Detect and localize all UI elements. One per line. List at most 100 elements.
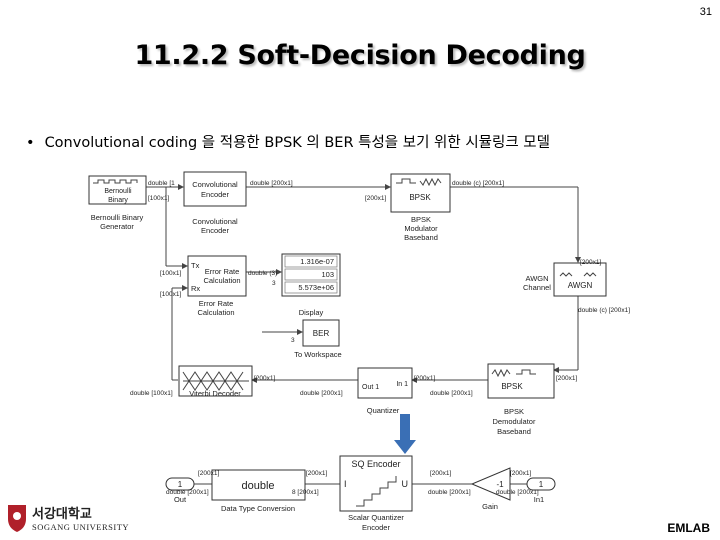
awgn-label1: AWGN xyxy=(525,274,548,283)
signal-label: double (c) [200x1] xyxy=(578,307,630,314)
signal-label: double [200x1] xyxy=(166,489,209,496)
out1-label: Out xyxy=(174,495,187,504)
bpsk-mod-label2: Modulator xyxy=(404,224,438,233)
viterbi-decoder-block[interactable] xyxy=(178,365,253,397)
conv-enc-line1: Convolutional xyxy=(192,180,238,189)
signal-label: [100x1] xyxy=(160,291,182,298)
sq-encoder-label1: Scalar Quantizer xyxy=(348,513,404,522)
signal-label: double (c) [200x1] xyxy=(452,180,504,187)
signal-label: [100x1] xyxy=(148,195,170,202)
dtc-inner: double xyxy=(241,480,274,492)
display-value-2: 103 xyxy=(321,270,334,279)
bpsk-demod-label3: Baseband xyxy=(497,427,531,436)
display-value-1: 1.316e-07 xyxy=(300,257,334,266)
signal-label: [200x1] xyxy=(306,470,328,477)
signal-label: double [200x1] xyxy=(428,489,471,496)
to-workspace-inner: BER xyxy=(313,329,330,338)
awgn-label2: Channel xyxy=(523,283,551,292)
bpsk-demod-label2: Demodulator xyxy=(493,417,536,426)
conv-enc-line2: Encoder xyxy=(201,190,229,199)
gain-inner: -1 xyxy=(496,480,504,489)
bernoulli-label1: Bernoulli Binary xyxy=(91,213,144,222)
bernoulli-binary-block[interactable]: Bernoulli Binary xyxy=(88,175,147,205)
error-rate-line2: Calculation xyxy=(203,276,240,285)
slide-title: 11.2.2 Soft-Decision Decoding xyxy=(134,40,586,71)
quantizer-in: In 1 xyxy=(396,381,408,388)
in1-label: In1 xyxy=(534,495,544,504)
logo-korean: 서강대학교 xyxy=(32,507,92,522)
error-rate-tx: Tx xyxy=(191,261,200,270)
sq-encoder-title: SQ Encoder xyxy=(351,459,400,469)
in1-port-block[interactable]: 1 xyxy=(526,477,556,491)
display-block[interactable]: 1.316e-07 103 5.573e+06 xyxy=(281,253,341,297)
convolutional-encoder-block[interactable]: Convolutional Encoder xyxy=(183,171,247,207)
sq-encoder-label2: Encoder xyxy=(362,523,390,532)
in1-inner: 1 xyxy=(539,480,544,489)
bpsk-mod-label3: Baseband xyxy=(404,233,438,242)
error-rate-label2: Calculation xyxy=(197,308,234,317)
data-type-conversion-block[interactable]: double xyxy=(211,469,306,501)
university-logo: 서강대학교 SOGANG UNIVERSITY xyxy=(32,503,129,532)
quantizer-out: Out 1 xyxy=(362,384,379,391)
signal-label: [200x1] xyxy=(580,259,602,266)
signal-label: [200x1] xyxy=(414,375,436,382)
signal-label: [200x1] xyxy=(198,470,220,477)
bpsk-mod-inner: BPSK xyxy=(409,193,431,202)
signal-label: double [1 xyxy=(148,180,175,187)
out1-port-block[interactable]: 1 xyxy=(165,477,195,491)
bpsk-modulator-block[interactable]: BPSK xyxy=(390,173,451,213)
signal-label: double (3) xyxy=(248,270,277,277)
dtc-label: Data Type Conversion xyxy=(221,504,295,513)
sq-encoder-block[interactable]: SQ Encoder I U xyxy=(339,455,413,512)
signal-label: [100x1] xyxy=(160,270,182,277)
awgn-channel-block[interactable]: AWGN xyxy=(553,262,607,297)
signal-label: [200x1] xyxy=(365,195,387,202)
error-rate-line1: Error Rate xyxy=(205,267,240,276)
out1-inner: 1 xyxy=(178,480,183,489)
signal-label: double [200x1] xyxy=(250,180,293,187)
signal-label: double [200x1] xyxy=(430,390,473,397)
down-arrow-icon xyxy=(394,414,416,454)
signal-label: 3 xyxy=(272,280,276,287)
bernoulli-label2: Generator xyxy=(100,222,134,231)
bpsk-demod-inner: BPSK xyxy=(501,382,523,391)
bullet-item: • Convolutional coding 을 적용한 BPSK 의 BER 특… xyxy=(26,131,550,152)
sq-encoder-left: I xyxy=(344,479,347,489)
quantizer-label: Quantizer xyxy=(367,406,400,415)
signal-lines xyxy=(146,184,581,485)
bullet-dot-icon: • xyxy=(26,135,35,151)
university-seal-icon xyxy=(8,505,26,532)
logo-english: SOGANG UNIVERSITY xyxy=(32,522,130,532)
signal-label: 8 [200x1] xyxy=(292,489,319,496)
bernoulli-line1: Bernoulli xyxy=(104,188,132,195)
viterbi-label: Viterbi Decoder xyxy=(189,389,241,398)
bullet-text: Convolutional coding 을 적용한 BPSK 의 BER 특성… xyxy=(44,135,550,151)
bpsk-demodulator-block[interactable]: BPSK xyxy=(487,363,555,399)
sq-encoder-right: U xyxy=(402,479,409,489)
error-rate-rx: Rx xyxy=(191,284,200,293)
signal-label: 3 xyxy=(291,337,295,344)
signal-labels: double [1 double [200x1] double (c) [200… xyxy=(130,180,630,496)
signal-label: [200x1] xyxy=(254,375,276,382)
display-value-3: 5.573e+06 xyxy=(298,283,334,292)
bernoulli-line2: Binary xyxy=(108,197,128,204)
gain-label: Gain xyxy=(482,502,498,511)
conv-enc-label1: Convolutional xyxy=(192,217,238,226)
conv-enc-label2: Encoder xyxy=(201,226,229,235)
page-number: 31 xyxy=(699,6,712,18)
signal-label: double [200x1] xyxy=(300,390,343,397)
error-rate-block[interactable]: Tx Rx Error Rate Calculation xyxy=(187,255,247,297)
quantizer-block[interactable]: Out 1 In 1 xyxy=(357,367,413,399)
bpsk-demod-label1: BPSK xyxy=(504,407,524,416)
signal-label: double [200x1] xyxy=(496,489,539,496)
gain-block[interactable]: -1 xyxy=(470,467,511,501)
to-workspace-label: To Workspace xyxy=(294,350,341,359)
to-workspace-block[interactable]: BER xyxy=(302,319,340,347)
signal-label: [200x1] xyxy=(510,470,532,477)
signal-label: [200x1] xyxy=(556,375,578,382)
bpsk-mod-label1: BPSK xyxy=(411,215,431,224)
display-label: Display xyxy=(299,308,324,317)
signal-label: [200x1] xyxy=(430,470,452,477)
awgn-inner: AWGN xyxy=(568,281,593,290)
